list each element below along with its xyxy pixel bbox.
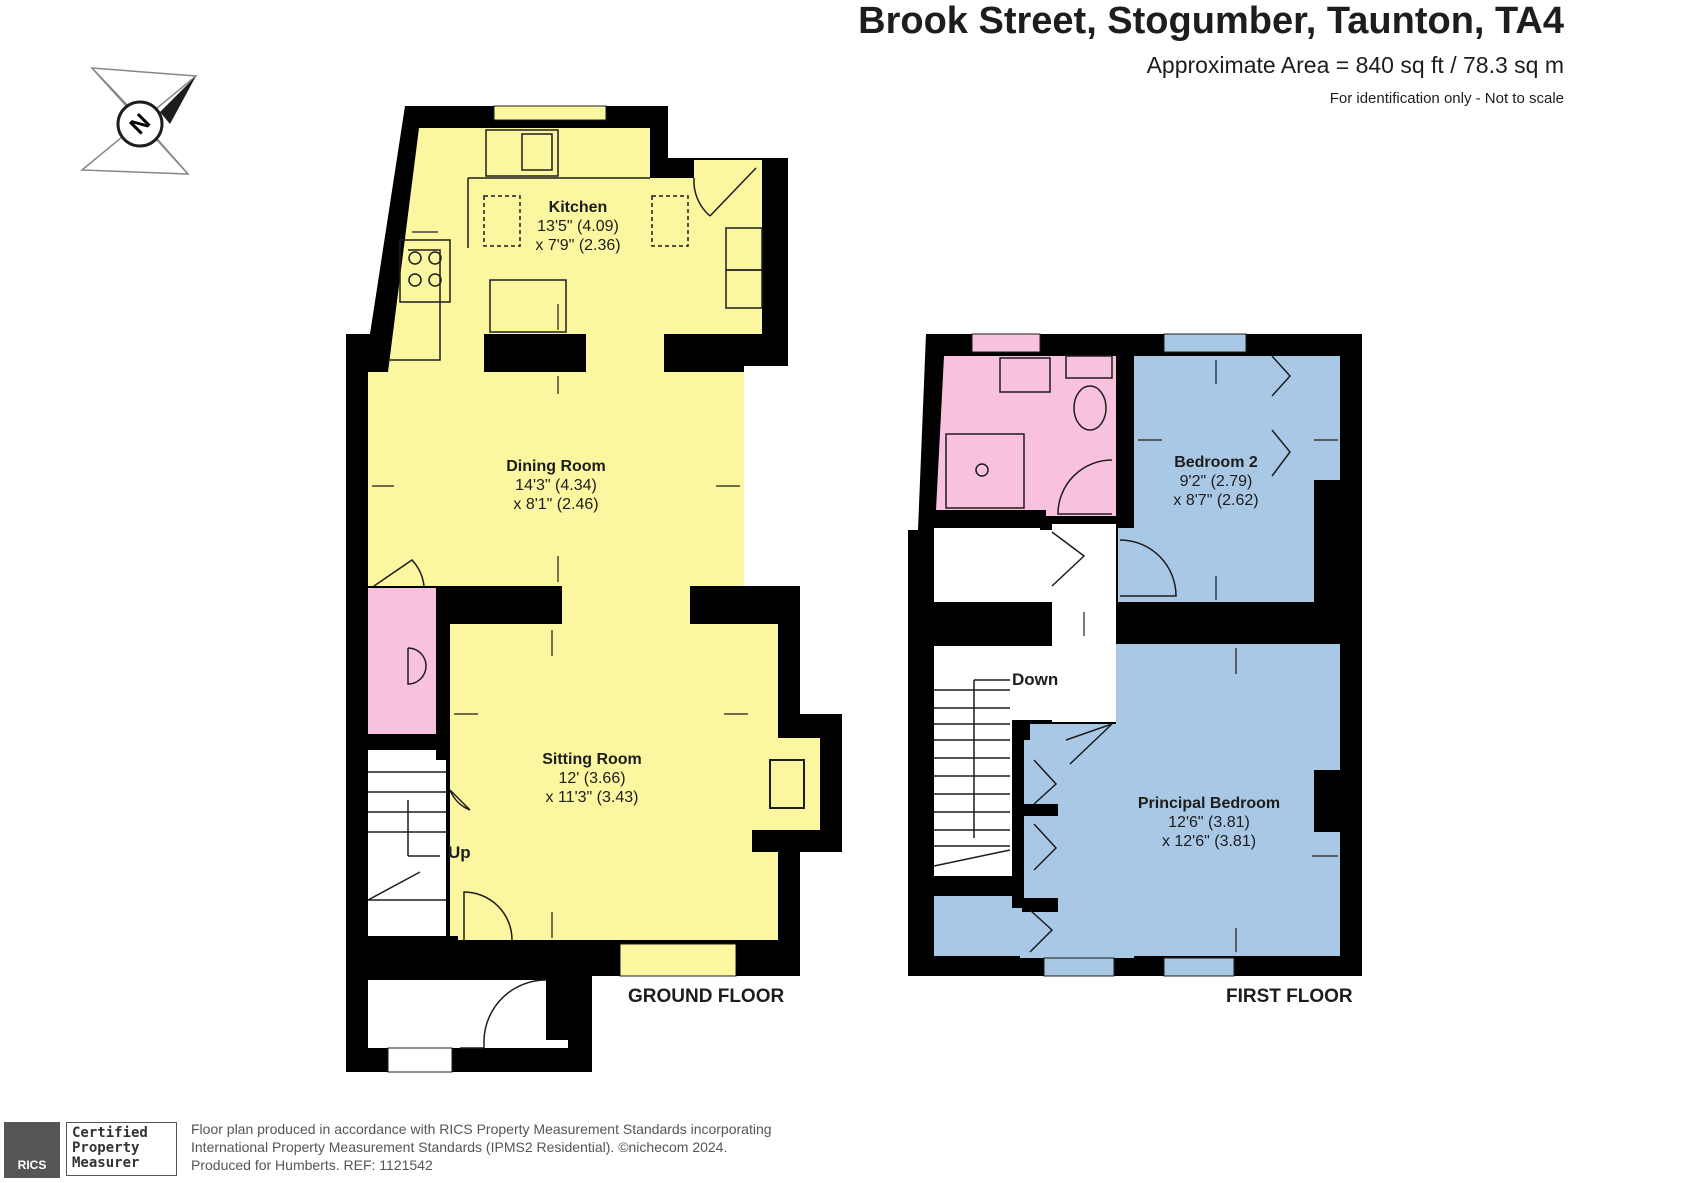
property-address-title: Brook Street, Stogumber, Taunton, TA4 (858, 0, 1564, 42)
bathroom-floor (936, 356, 1116, 516)
ground-floor-plan (346, 105, 842, 1073)
stairs-down-label: Down (1012, 670, 1059, 689)
bedroom-2-floor (1118, 356, 1340, 602)
porch (368, 980, 568, 1048)
approximate-area: Approximate Area = 840 sq ft / 78.3 sq m (1146, 52, 1564, 78)
identification-note: For identification only - Not to scale (1329, 90, 1564, 107)
stairs-up-label: Up (448, 843, 471, 862)
rics-logo-icon: RICS (4, 1122, 60, 1178)
first-floor-label: FIRST FLOOR (1226, 986, 1353, 1007)
dining-room-floor (368, 372, 744, 586)
footer-disclaimer: Floor plan produced in accordance with R… (191, 1121, 772, 1173)
kitchen-floor (388, 128, 762, 372)
first-floor-stairs (934, 646, 1012, 876)
compass-icon: N (80, 67, 198, 175)
first-floor-plan (908, 333, 1362, 977)
sitting-room-floor (450, 586, 778, 940)
ground-stairs (368, 750, 446, 936)
fireplace (752, 738, 820, 830)
ground-floor-label: GROUND FLOOR (628, 986, 785, 1007)
